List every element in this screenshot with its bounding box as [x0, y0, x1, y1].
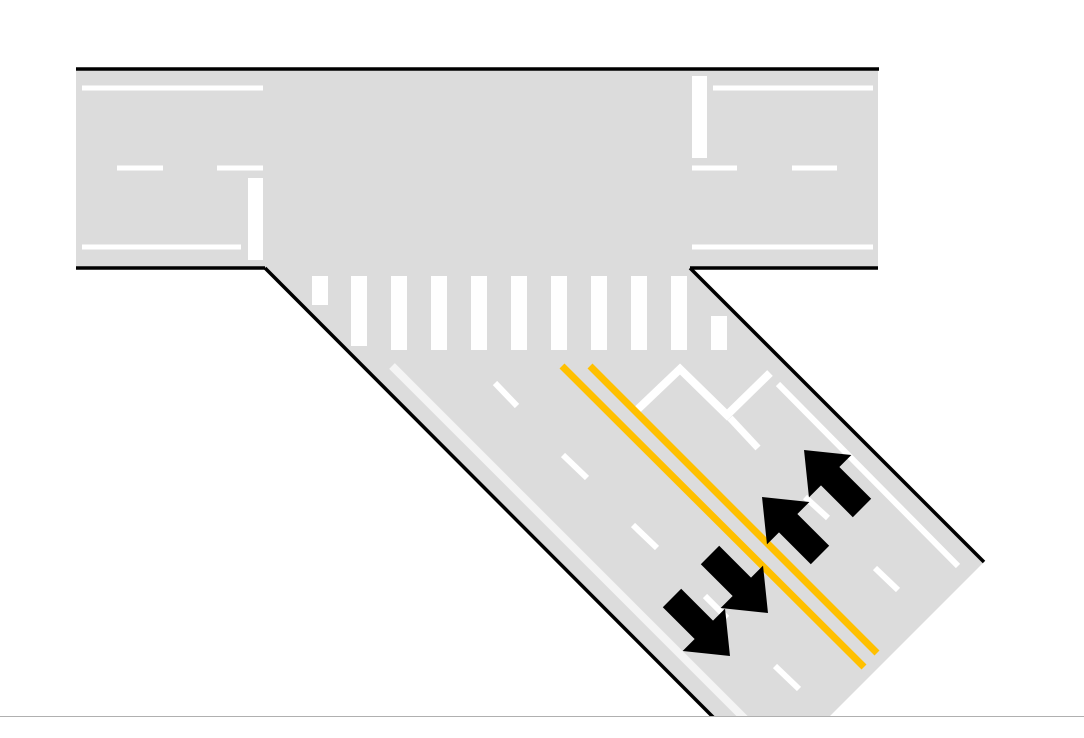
double-yellow-center-line [559, 363, 880, 670]
lane-markings [389, 363, 961, 716]
crosswalk [312, 276, 727, 350]
stop-bar-right [692, 76, 707, 158]
road-edges [76, 67, 986, 716]
horizontal-road [76, 69, 878, 268]
horizontal-road-markings [82, 85, 873, 250]
stop-bar-left [248, 178, 263, 260]
